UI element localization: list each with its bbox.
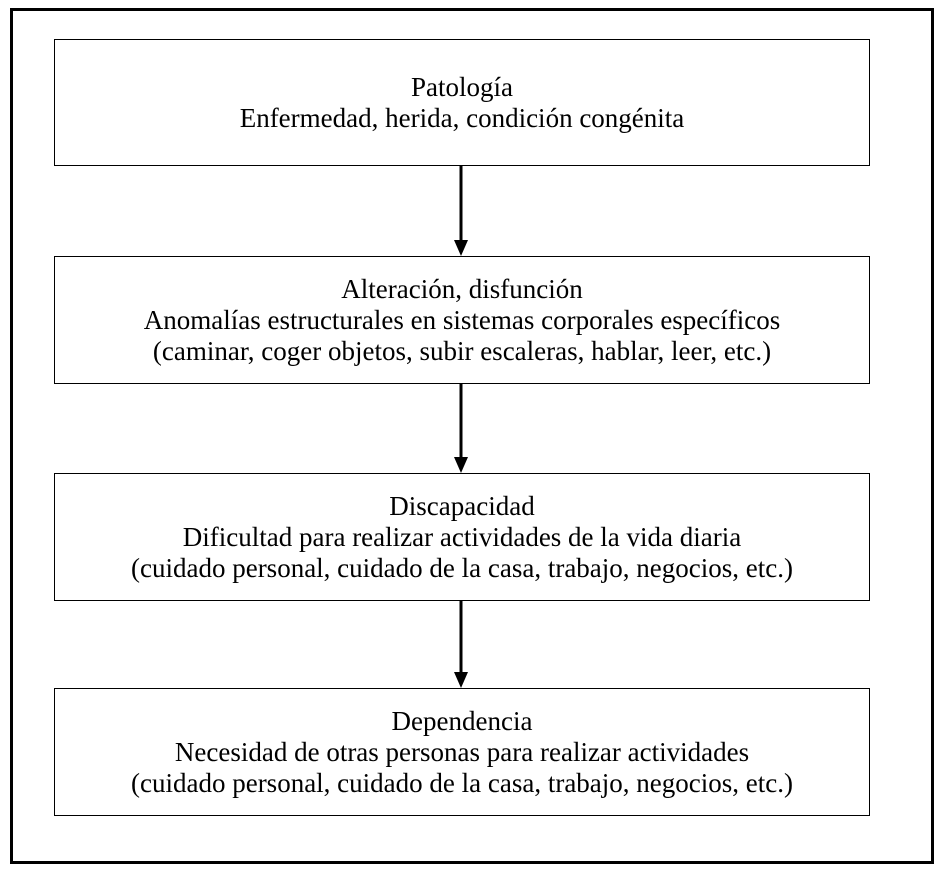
stage-title: Patología	[411, 71, 513, 102]
stage-examples: (caminar, coger objetos, subir escaleras…	[152, 335, 772, 366]
stage-box-discapacidad: Discapacidad Dificultad para realizar ac…	[54, 473, 870, 601]
stage-title: Discapacidad	[389, 490, 535, 521]
stage-description: Enfermedad, herida, condición congénita	[239, 102, 685, 133]
stage-box-dependencia: Dependencia Necesidad de otras personas …	[54, 688, 870, 816]
stage-title: Alteración, disfunción	[341, 273, 583, 304]
stage-examples: (cuidado personal, cuidado de la casa, t…	[131, 552, 793, 583]
stage-description: Dificultad para realizar actividades de …	[182, 521, 742, 552]
stage-title: Dependencia	[391, 705, 533, 736]
stage-box-patologia: Patología Enfermedad, herida, condición …	[54, 39, 870, 166]
diagram-frame	[10, 8, 934, 864]
stage-description: Necesidad de otras personas para realiza…	[174, 736, 750, 767]
stage-description: Anomalías estructurales en sistemas corp…	[143, 304, 781, 335]
stage-examples: (cuidado personal, cuidado de la casa, t…	[131, 767, 793, 798]
stage-box-alteracion: Alteración, disfunción Anomalías estruct…	[54, 256, 870, 384]
